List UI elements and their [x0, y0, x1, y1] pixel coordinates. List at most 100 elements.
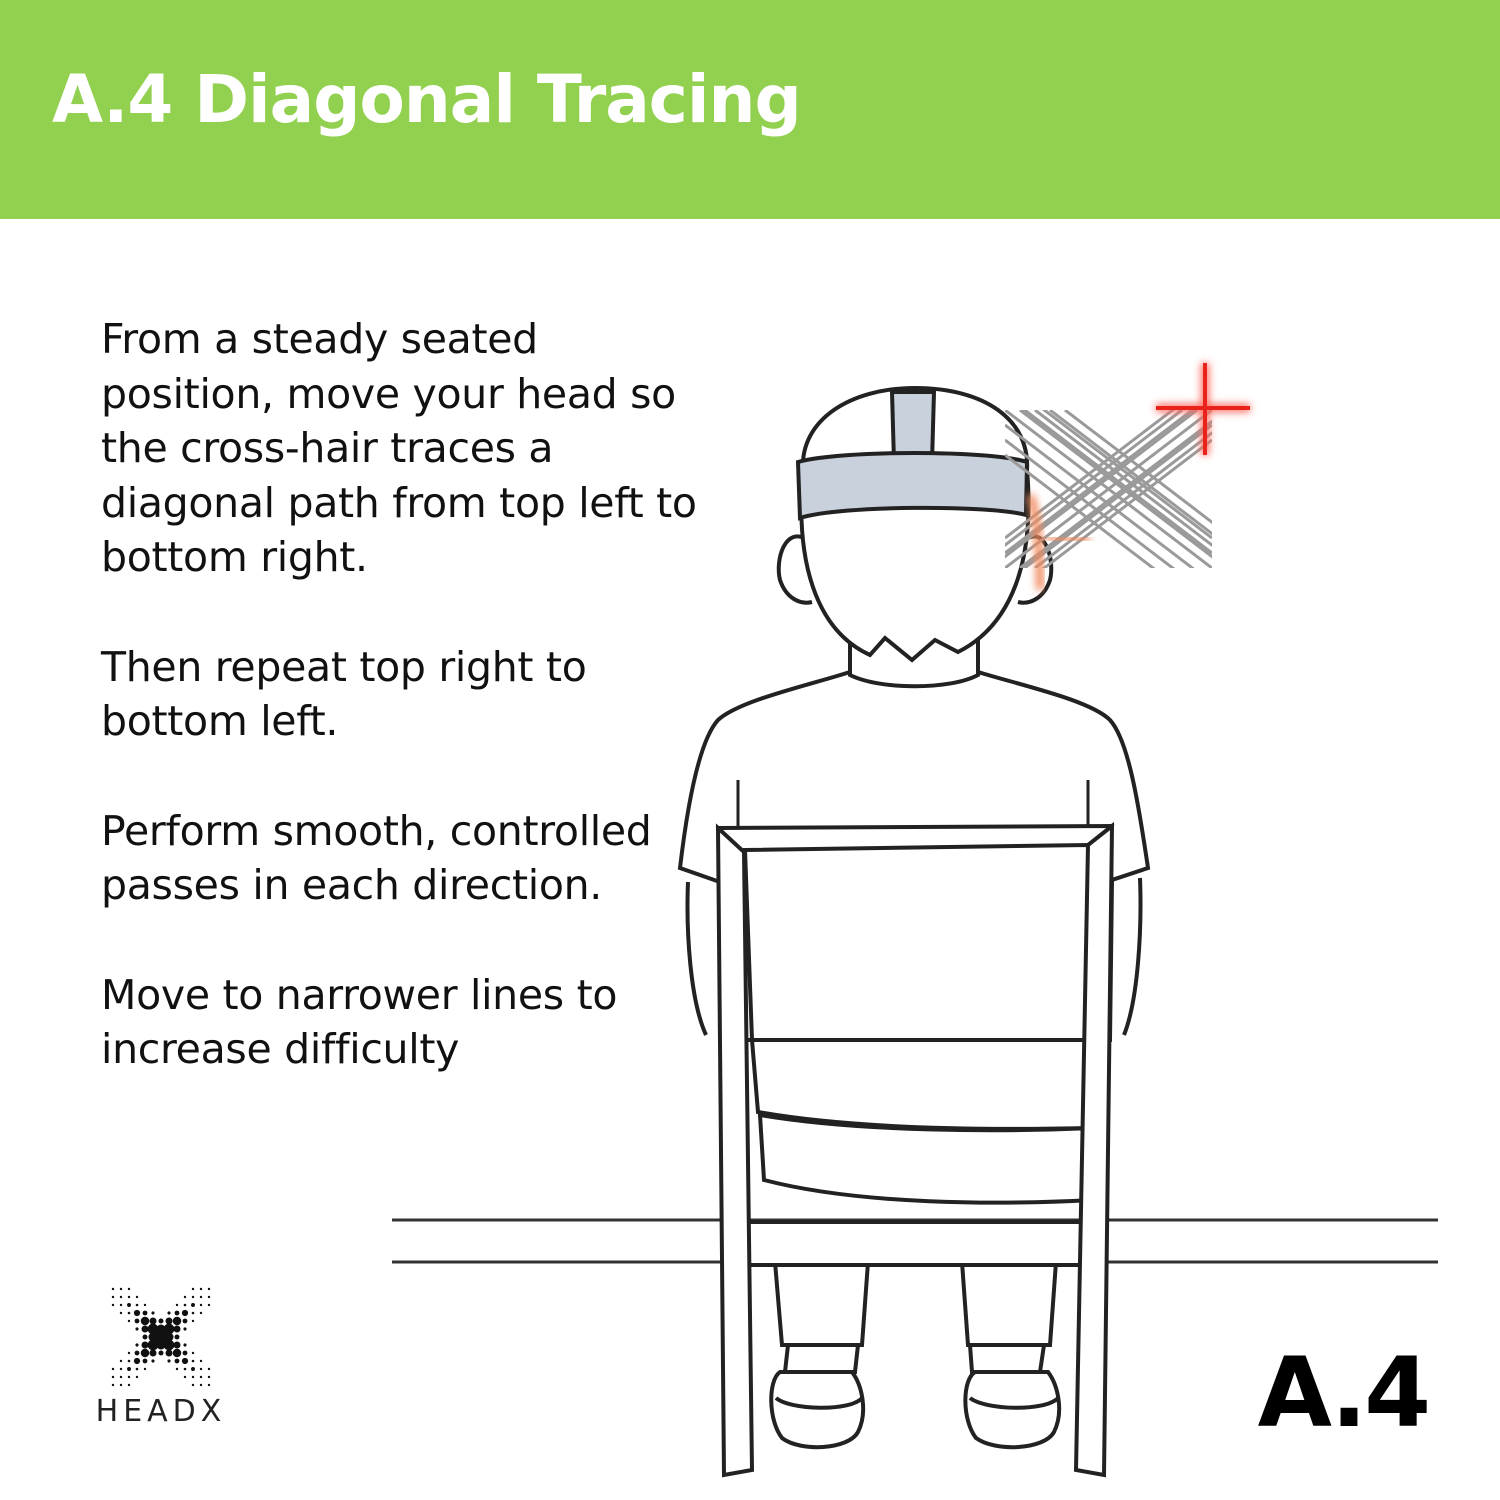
- logo-dot: [207, 1367, 211, 1371]
- logo-dot: [119, 1295, 123, 1299]
- logo-dot: [143, 1367, 147, 1371]
- seated-person-illustration: [392, 363, 1438, 1478]
- logo-dot: [199, 1367, 203, 1371]
- logo-dot: [147, 1339, 159, 1351]
- logo-dot: [119, 1311, 123, 1315]
- logo-dot: [119, 1383, 123, 1387]
- logo-dot: [191, 1295, 195, 1299]
- logo-dot: [174, 1310, 180, 1316]
- headx-dotted-x-logo: [111, 1287, 211, 1387]
- brand-name: HEADX: [95, 1394, 227, 1429]
- logo-dot: [207, 1303, 211, 1307]
- logo-dot: [142, 1310, 148, 1316]
- logo-dot: [149, 1317, 157, 1325]
- logo-dot: [147, 1323, 159, 1335]
- header-banner: A.4 Diagonal Tracing: [0, 0, 1500, 219]
- logo-dot: [111, 1295, 115, 1299]
- instructions: From a steady seated position, move your…: [101, 312, 721, 1132]
- exercise-code: A.4: [1257, 1337, 1431, 1449]
- logo-dot: [111, 1303, 115, 1307]
- logo-dot: [174, 1358, 180, 1364]
- crosshair-icon: [1156, 363, 1250, 455]
- logo-dot: [143, 1303, 147, 1307]
- logo-dot: [174, 1334, 180, 1340]
- logo-dot: [191, 1359, 195, 1363]
- logo-dot: [127, 1375, 131, 1379]
- logo-dot: [142, 1358, 148, 1364]
- headband: [795, 390, 1030, 521]
- logo-dot: [191, 1367, 195, 1371]
- logo-dot: [127, 1351, 131, 1355]
- logo-dot: [127, 1303, 131, 1307]
- logo-dot: [199, 1303, 203, 1307]
- logo-dot: [127, 1287, 131, 1291]
- logo-dot: [141, 1341, 149, 1349]
- logo-dot: [163, 1339, 175, 1351]
- logo-dot: [111, 1383, 115, 1387]
- instruction-paragraph-4: Move to narrower lines to increase diffi…: [101, 970, 618, 1074]
- logo-dot: [119, 1287, 123, 1291]
- logo-dot: [199, 1287, 203, 1291]
- logo-dot: [183, 1343, 187, 1347]
- logo-dot: [191, 1383, 195, 1387]
- logo-dot: [181, 1357, 189, 1365]
- logo-dot: [199, 1295, 203, 1299]
- logo-dot: [134, 1318, 140, 1324]
- shoes: [769, 1370, 1062, 1450]
- logo-dot: [135, 1295, 139, 1299]
- legs: [772, 1260, 1059, 1374]
- logo-dot: [154, 1330, 168, 1344]
- logo-dot: [191, 1303, 195, 1307]
- logo-dot: [175, 1367, 179, 1371]
- logo-dot: [173, 1341, 181, 1349]
- logo-dot: [140, 1348, 150, 1358]
- logo-dot: [135, 1303, 139, 1307]
- logo-dot: [135, 1367, 139, 1371]
- instruction-paragraph-2: Then repeat top right to bottom left.: [101, 642, 587, 746]
- logo-dot: [133, 1309, 141, 1317]
- logo-dot: [111, 1287, 115, 1291]
- logo-dot: [191, 1287, 195, 1291]
- logo-dot: [164, 1332, 174, 1342]
- instruction-paragraph-3: Perform smooth, controlled passes in eac…: [101, 806, 652, 910]
- logo-dot: [183, 1295, 187, 1299]
- logo-dot: [191, 1311, 195, 1315]
- chair: [715, 821, 1115, 1478]
- logo-dot: [183, 1367, 187, 1371]
- logo-dot: [172, 1316, 182, 1326]
- logo-dot: [167, 1311, 171, 1315]
- logo-dot: [167, 1359, 171, 1363]
- logo-dot: [207, 1383, 211, 1387]
- logo-dot: [172, 1348, 182, 1358]
- logo-dot: [111, 1367, 115, 1371]
- logo-dot: [207, 1287, 211, 1291]
- logo-dot: [191, 1351, 195, 1355]
- logo-dot: [119, 1367, 123, 1371]
- logo-dot: [199, 1311, 203, 1315]
- logo-dot: [133, 1357, 141, 1365]
- logo-dot: [199, 1359, 203, 1363]
- logo-dot: [127, 1367, 131, 1371]
- logo-dot: [142, 1334, 148, 1340]
- logo-dot: [119, 1359, 123, 1363]
- logo-dot: [141, 1325, 149, 1333]
- logo-dot: [135, 1375, 139, 1379]
- logo-dot: [165, 1317, 173, 1325]
- logo-dot: [158, 1318, 164, 1324]
- logo-dot: [127, 1295, 131, 1299]
- logo-dot: [127, 1319, 131, 1323]
- diagonal-lines-pattern: [1005, 410, 1212, 591]
- logo-dot: [140, 1316, 150, 1326]
- logo-dot: [181, 1309, 189, 1317]
- instruction-paragraph-1: From a steady seated position, move your…: [101, 315, 697, 581]
- logo-dot: [127, 1359, 131, 1363]
- logo-dot: [199, 1375, 203, 1379]
- logo-dot: [111, 1375, 115, 1379]
- logo-dot: [151, 1311, 155, 1315]
- logo-dot: [151, 1359, 155, 1363]
- logo-dot: [183, 1303, 187, 1307]
- logo-dot: [175, 1303, 179, 1307]
- logo-dot: [183, 1375, 187, 1379]
- logo-dot: [182, 1318, 188, 1324]
- logo-dot: [156, 1340, 166, 1350]
